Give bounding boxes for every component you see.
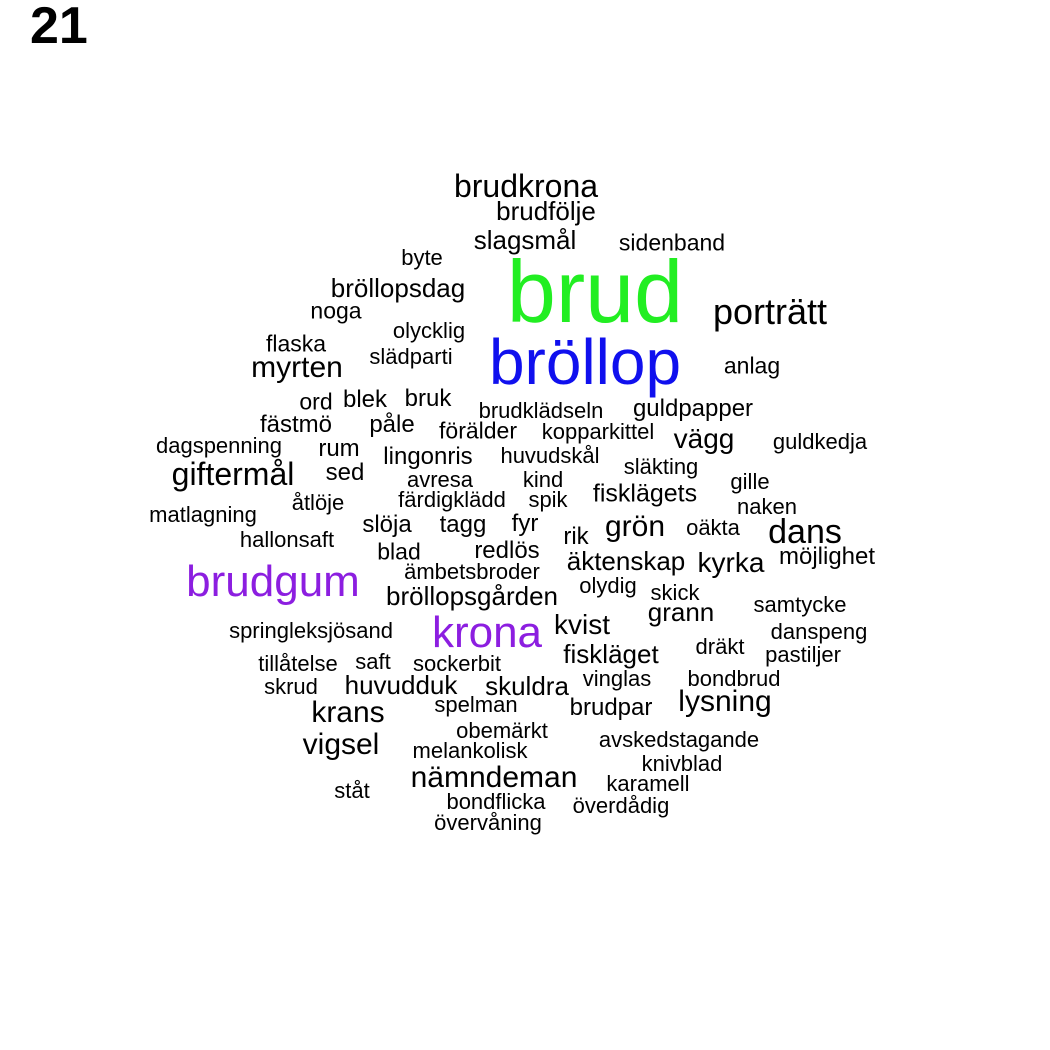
word-50: blad [377, 538, 421, 565]
word-21: påle [369, 411, 415, 438]
word-54: möjlighet [778, 543, 876, 570]
word-12: slädparti [369, 344, 453, 369]
word-34: kind [522, 467, 564, 492]
word-55: ämbetsbroder [404, 559, 540, 584]
word-3: sidenband [618, 229, 726, 256]
word-70: saft [355, 649, 391, 674]
word-1: brudfölje [496, 196, 596, 226]
word-10: flaska [265, 330, 327, 357]
word-76: bondbrud [687, 666, 781, 691]
word-7: porträtt [712, 291, 828, 332]
word-51: redlös [474, 537, 540, 564]
word-20: fästmö [259, 411, 333, 438]
word-37: åtlöje [291, 490, 345, 515]
word-25: dagspenning [155, 433, 283, 458]
word-57: olydig [579, 573, 637, 598]
word-78: spelman [434, 692, 518, 717]
word-61: grann [647, 597, 715, 627]
word-4: byte [401, 245, 443, 270]
word-89: bondflicka [446, 789, 546, 814]
word-47: dans [768, 513, 842, 551]
word-24: vägg [673, 423, 735, 454]
word-31: sed [325, 459, 365, 486]
word-72: skrud [264, 674, 318, 699]
word-85: knivblad [641, 751, 723, 776]
word-52: äktenskap [566, 546, 686, 576]
word-79: brudpar [569, 694, 653, 721]
word-69: tillåtelse [258, 651, 338, 676]
word-33: avresa [406, 467, 474, 492]
word-15: ord [299, 388, 333, 415]
word-2: slagsmål [473, 225, 577, 255]
word-86: nämndeman [410, 761, 578, 794]
word-40: naken [737, 494, 797, 519]
word-41: matlagning [149, 502, 257, 527]
word-60: samtycke [753, 592, 847, 617]
word-18: brudklädseln [478, 398, 604, 423]
word-0: brudkrona [453, 168, 599, 204]
word-80: krans [311, 696, 385, 729]
word-68: pastiljer [765, 642, 841, 667]
word-63: krona [431, 608, 543, 657]
word-65: danspeng [770, 619, 868, 644]
word-83: vigsel [302, 728, 380, 761]
word-9: olycklig [392, 318, 466, 343]
word-8: noga [310, 297, 362, 324]
word-81: obemärkt [456, 718, 548, 743]
word-6: bröllopsdag [330, 273, 466, 303]
word-87: karamell [606, 771, 690, 796]
word-16: blek [342, 386, 388, 413]
word-19: guldpapper [632, 395, 754, 422]
word-84: melankolisk [412, 738, 528, 763]
word-53: kyrka [697, 547, 765, 578]
word-32: släkting [623, 454, 699, 479]
word-13: myrten [251, 351, 343, 384]
word-49: rik [563, 523, 589, 550]
word-43: tagg [439, 511, 487, 538]
word-75: vinglas [582, 666, 652, 691]
panel-label: 21 [30, 0, 88, 55]
word-62: springleksjösand [229, 618, 393, 643]
word-36: fisklägets [592, 479, 698, 508]
word-64: kvist [554, 609, 610, 640]
word-73: huvudduk [344, 670, 458, 700]
word-66: dräkt [695, 634, 745, 659]
word-29: huvudskål [500, 443, 600, 468]
word-39: spik [528, 487, 568, 512]
word-90: överdådig [572, 793, 670, 818]
word-11: bröllop [488, 326, 682, 398]
word-5: brud [506, 242, 684, 341]
word-22: förälder [439, 417, 517, 444]
word-48: hallonsaft [239, 527, 335, 552]
word-91: övervåning [434, 810, 542, 835]
word-26: rum [318, 435, 360, 462]
word-35: gille [730, 469, 770, 494]
word-59: bröllopsgården [385, 581, 559, 611]
word-77: lysning [678, 685, 772, 718]
word-45: grön [604, 510, 666, 543]
word-46: oäkta [686, 515, 740, 540]
word-74: skuldra [485, 671, 569, 701]
word-88: ståt [334, 778, 370, 803]
word-56: brudgum [186, 557, 360, 606]
word-27: guldkedja [772, 429, 868, 454]
word-28: lingonris [383, 443, 473, 470]
word-42: slöja [362, 511, 412, 538]
word-38: färdigklädd [398, 487, 506, 512]
word-82: avskedstagande [598, 727, 760, 752]
word-14: anlag [723, 352, 781, 379]
word-23: kopparkittel [541, 419, 655, 444]
word-17: bruk [404, 385, 452, 412]
word-67: fiskläget [563, 639, 659, 669]
word-58: skick [650, 580, 700, 605]
word-44: fyr [511, 510, 539, 537]
word-71: sockerbit [412, 651, 502, 676]
word-30: giftermål [171, 456, 295, 492]
